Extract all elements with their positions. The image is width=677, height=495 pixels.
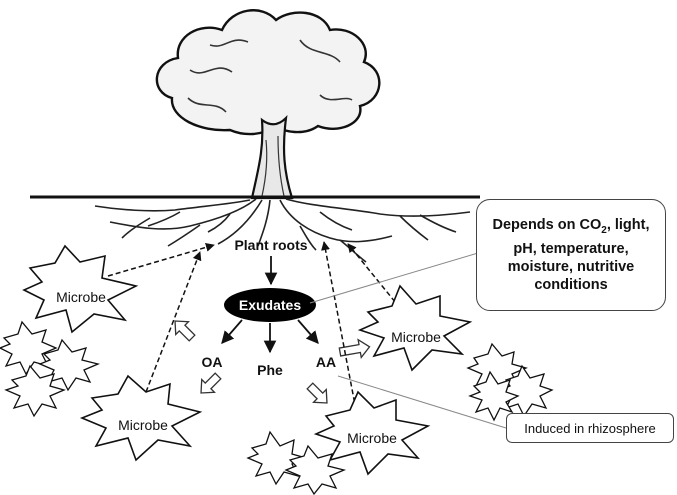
dashed-arrow-right-microbe — [347, 243, 401, 309]
dashed-arrow-bottom-microbe — [321, 241, 357, 411]
dashed-arrows — [107, 241, 401, 411]
small-microbe — [38, 338, 101, 392]
microbe-left-label: Microbe — [56, 289, 106, 305]
small-microbe — [4, 364, 66, 418]
induced-in-rhizosphere-label: Induced in rhizosphere — [524, 420, 656, 436]
aa-label: AA — [316, 354, 336, 370]
oa-label: OA — [202, 354, 223, 370]
hollow-arrow-oa-up — [174, 320, 196, 342]
hollow-arrow-aa-right — [338, 338, 371, 359]
hollow-arrow-aa-down — [306, 382, 328, 404]
microbe-right-label: Microbe — [391, 329, 441, 345]
microbe-right: Microbe — [357, 284, 473, 372]
tree-illustration — [30, 9, 480, 263]
depends-on-box: Depends on CO2, light, pH, temperature, … — [476, 199, 666, 311]
tree-canopy — [155, 9, 381, 136]
microbe-bottomleft: Microbe — [79, 374, 203, 462]
arrow-exudates-to-aa — [297, 319, 319, 344]
microbe-bottomleft-label: Microbe — [118, 417, 168, 433]
hollow-arrows — [174, 320, 371, 404]
small-microbe — [468, 370, 520, 422]
depends-on-text: Depends on CO2, light, pH, temperature, … — [492, 217, 650, 293]
microbe-bottom-label: Microbe — [347, 430, 397, 446]
exudates-label: Exudates — [239, 297, 301, 313]
hollow-arrow-oa-down — [200, 372, 222, 394]
root-system — [94, 198, 471, 263]
connector-induced — [337, 375, 507, 429]
exudates-ellipse — [224, 288, 316, 322]
connector-depends — [309, 252, 479, 304]
phe-label: Phe — [257, 362, 283, 378]
small-microbe — [284, 444, 347, 495]
microbe-left: Microbe — [22, 244, 139, 334]
small-microbes — [0, 320, 554, 495]
tree-trunk — [250, 114, 294, 200]
induced-in-rhizosphere-box: Induced in rhizosphere — [506, 413, 674, 443]
dashed-arrow-left-microbe — [107, 242, 215, 277]
dashed-arrow-bottomleft-microbe — [145, 251, 202, 393]
plant-roots-label: Plant roots — [234, 237, 307, 253]
microbe-bottom: Microbe — [313, 390, 431, 476]
arrow-exudates-to-oa — [221, 319, 243, 344]
